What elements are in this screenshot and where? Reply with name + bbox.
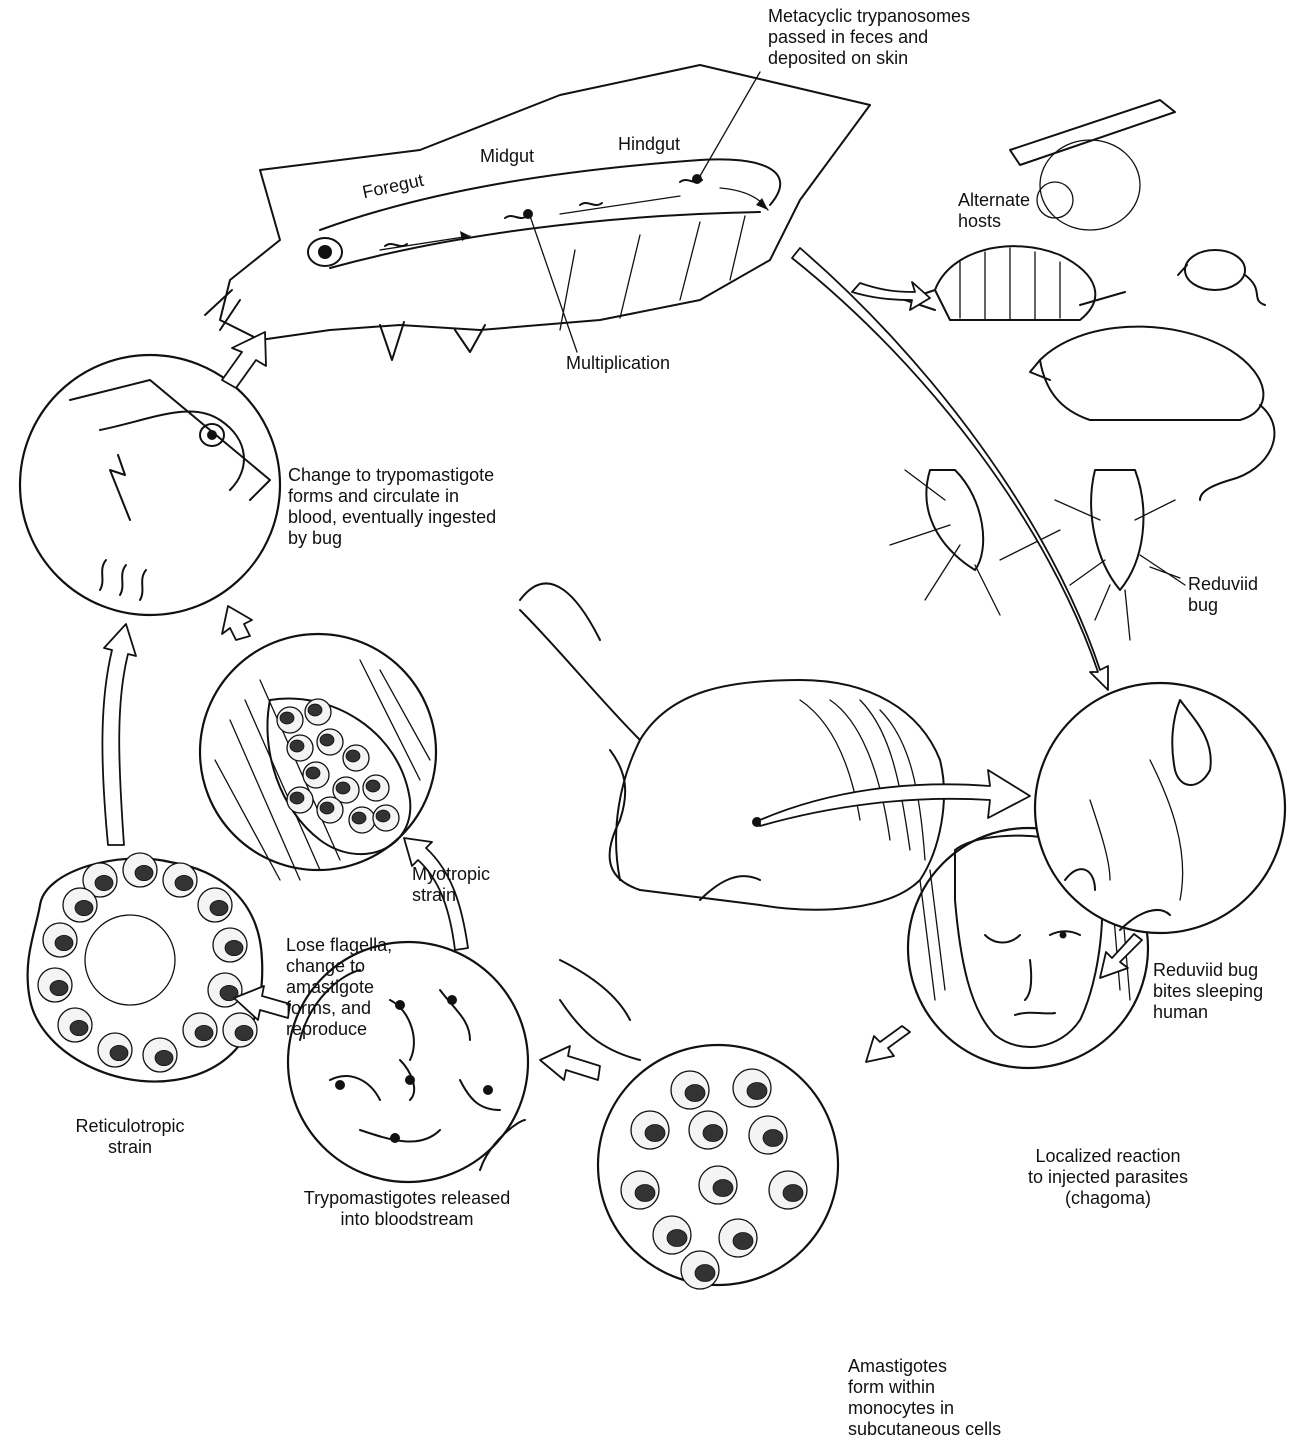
amastigote-cell-nucleus <box>635 1185 655 1202</box>
reticulotropic-cell-nucleus <box>55 935 73 950</box>
label-localized-reaction: Localized reaction to injected parasites… <box>990 1146 1226 1209</box>
reticulotropic-cell-nucleus <box>95 875 113 890</box>
reticulotropic-cell-nucleus <box>235 1025 253 1040</box>
reduviid-bugs-illustration <box>890 470 1185 640</box>
label-midgut: Midgut <box>480 146 534 167</box>
circle-amastigotes <box>598 1045 838 1289</box>
myotropic-cell-nucleus <box>352 812 366 824</box>
reticulotropic-cell-nucleus <box>110 1045 128 1060</box>
amastigote-cell-nucleus <box>713 1180 733 1197</box>
myotropic-cell-nucleus <box>280 712 294 724</box>
circle-reticulotropic <box>28 853 263 1082</box>
myotropic-cell-nucleus <box>290 792 304 804</box>
reticulotropic-cell-nucleus <box>155 1050 173 1065</box>
amastigote-cell-nucleus <box>747 1083 767 1100</box>
myotropic-cell-nucleus <box>308 704 322 716</box>
amastigote-cell-nucleus <box>685 1085 705 1102</box>
reticulotropic-cell-nucleus <box>50 980 68 995</box>
reticulotropic-cell-nucleus <box>225 940 243 955</box>
label-multiplication: Multiplication <box>566 353 670 374</box>
myotropic-cell-nucleus <box>306 767 320 779</box>
label-trypomastigotes-released: Trypomastigotes released into bloodstrea… <box>272 1188 542 1230</box>
myotropic-cell-nucleus <box>366 780 380 792</box>
arrow-to-alternate-hosts <box>852 282 930 310</box>
label-lose-flagella: Lose flagella, change to amastigote form… <box>286 935 392 1040</box>
amastigote-cell-nucleus <box>763 1130 783 1147</box>
myotropic-cell-nucleus <box>320 802 334 814</box>
label-hindgut: Hindgut <box>618 134 680 155</box>
myotropic-cell-nucleus <box>336 782 350 794</box>
alternate-hosts-animals <box>905 100 1274 500</box>
label-myotropic: Myotropic strain <box>412 864 490 906</box>
circle-ingestion <box>20 355 280 615</box>
label-alternate-hosts: Alternate hosts <box>958 190 1030 232</box>
circle-myotropic <box>200 634 436 880</box>
label-amastigotes-form: Amastigotes form within monocytes in sub… <box>848 1356 1001 1440</box>
amastigote-cell-nucleus <box>667 1230 687 1247</box>
reticulotropic-cell-nucleus <box>70 1020 88 1035</box>
amastigote-cell-nucleus <box>733 1233 753 1250</box>
reticulotropic-cell-nucleus <box>75 900 93 915</box>
reticulotropic-cell-nucleus <box>195 1025 213 1040</box>
myotropic-cell-nucleus <box>376 810 390 822</box>
label-change-trypomastigote: Change to trypomastigote forms and circu… <box>288 465 496 549</box>
amastigote-cell-nucleus <box>783 1185 803 1202</box>
label-bug-bites: Reduviid bug bites sleeping human <box>1153 960 1263 1023</box>
reticulotropic-cell-nucleus <box>210 900 228 915</box>
reticulotropic-cell-nucleus <box>175 875 193 890</box>
myotropic-cell-nucleus <box>346 750 360 762</box>
label-reticulotropic: Reticulotropic strain <box>50 1116 210 1158</box>
reticulotropic-cell-nucleus <box>135 865 153 880</box>
circle-bite <box>1035 683 1285 933</box>
bug-body-illustration <box>205 65 870 360</box>
amastigote-cell-nucleus <box>645 1125 665 1142</box>
label-reduviid-bug: Reduviid bug <box>1188 574 1258 616</box>
label-metacyclic: Metacyclic trypanosomes passed in feces … <box>768 6 970 69</box>
amastigote-cell-nucleus <box>695 1265 715 1282</box>
myotropic-cell-nucleus <box>290 740 304 752</box>
myotropic-cell-nucleus <box>320 734 334 746</box>
amastigote-cell-nucleus <box>703 1125 723 1142</box>
